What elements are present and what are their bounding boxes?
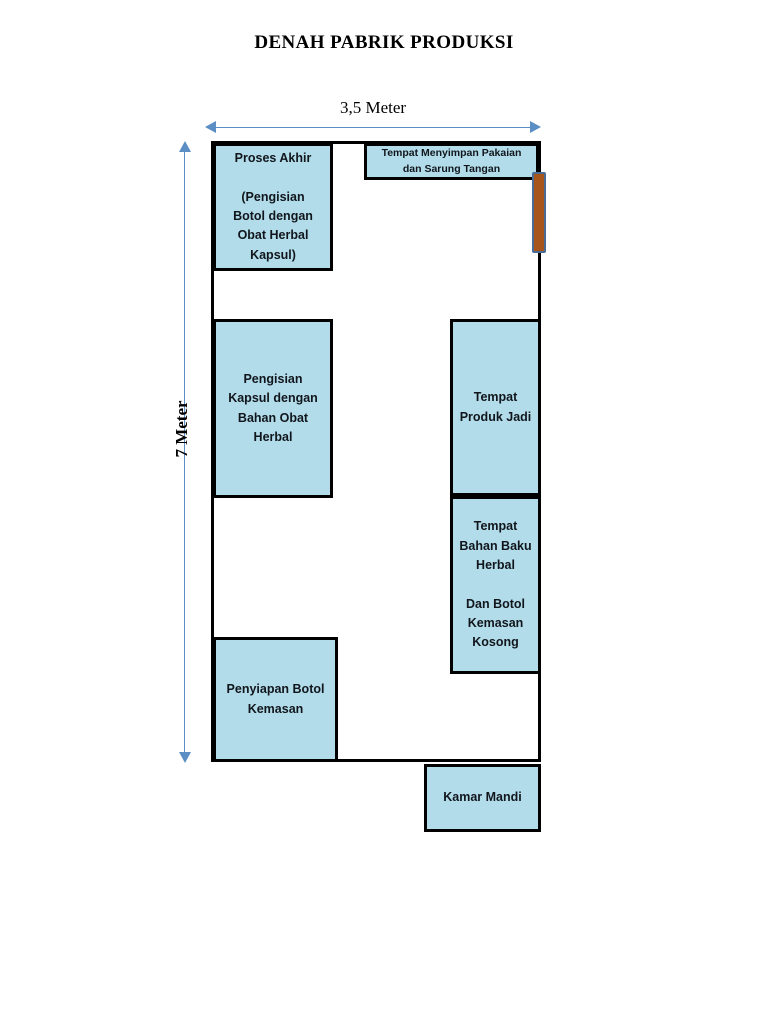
room-label: Tempat Bahan Baku Herbal Dan Botol Kemas… — [459, 519, 532, 650]
width-dimension-label: 3,5 Meter — [339, 98, 407, 117]
room-label: Kamar Mandi — [443, 790, 522, 805]
arrow-down-icon — [179, 752, 191, 763]
floor-plan: Proses Akhir (Pengisian Botol dengan Oba… — [211, 141, 546, 832]
room-pengisian-kapsul[interactable]: Pengisian Kapsul dengan Bahan Obat Herba… — [213, 319, 333, 498]
wall-bottom — [211, 759, 541, 762]
height-dimension-label: 7 Meter — [172, 400, 191, 458]
room-label: Tempat Produk Jadi — [459, 390, 532, 424]
room-penyiapan-botol-kemasan[interactable]: Penyiapan Botol Kemasan — [213, 637, 338, 762]
room-proses-akhir[interactable]: Proses Akhir (Pengisian Botol dengan Oba… — [213, 143, 333, 271]
page-title: DENAH PABRIK PRODUKSI — [254, 32, 514, 53]
room-label: Proses Akhir (Pengisian Botol dengan Oba… — [233, 150, 313, 262]
room-tempat-bahan-baku-herbal[interactable]: Tempat Bahan Baku Herbal Dan Botol Kemas… — [450, 496, 541, 674]
room-kamar-mandi[interactable]: Kamar Mandi — [424, 764, 541, 832]
height-dimension: 7 Meter — [166, 141, 206, 763]
room-tempat-menyimpan-pakaian[interactable]: Tempat Menyimpan Pakaian dan Sarung Tang… — [364, 143, 539, 180]
wall-top — [211, 141, 541, 144]
room-label: Penyiapan Botol Kemasan — [226, 682, 325, 716]
door-icon[interactable] — [532, 172, 546, 253]
room-label: Pengisian Kapsul dengan Bahan Obat Herba… — [228, 371, 318, 444]
wall-left — [211, 141, 214, 762]
room-label: Tempat Menyimpan Pakaian dan Sarung Tang… — [381, 146, 522, 175]
arrow-up-icon — [179, 141, 191, 152]
arrow-right-icon — [530, 121, 541, 133]
arrow-left-icon — [205, 121, 216, 133]
dimension-line — [213, 127, 533, 128]
dimension-line — [184, 149, 185, 755]
width-dimension: 3,5 Meter — [205, 98, 541, 136]
room-tempat-produk-jadi[interactable]: Tempat Produk Jadi — [450, 319, 541, 496]
